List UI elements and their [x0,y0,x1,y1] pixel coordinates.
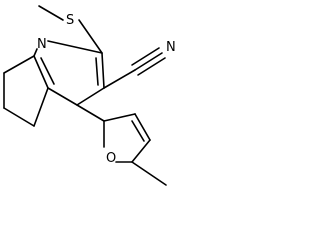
bond-c4a-c8a [33,55,49,89]
structure-canvas: S N N O [3,5,176,186]
bond-c4-furan [76,104,105,122]
bond-c2-c3-inner [95,57,99,86]
bond-cn-triple-2 [131,47,160,66]
bond-methyl-sulfur [38,5,64,21]
bond-furan-c4-c5 [131,139,151,163]
atom-ring-nitrogen: N [37,37,47,52]
bond-furan-c2-c3 [103,113,136,122]
bond-c4-c4a [47,87,78,106]
bond-cn-triple-1 [134,52,163,71]
bond-c3-c4 [76,87,105,106]
atom-nitrile-nitrogen: N [166,40,176,55]
bond-c7-c8 [33,87,49,127]
bond-furan-methyl [131,161,167,186]
bond-cn-triple-3 [137,57,166,76]
atom-sulfur: S [66,13,74,28]
bond-c4a-c5 [3,55,35,74]
bond-c6-c7 [3,107,35,127]
bond-furan-c3-c4-inner [131,120,145,142]
atom-furan-oxygen: O [106,151,116,166]
molecule-diagram: S N N O [3,5,176,186]
bond-c2-c3 [101,52,105,89]
bond-c4a-c8a-inner [40,57,55,85]
bond-c3-cn [103,69,136,89]
bond-furan-c3-c4 [134,113,151,141]
bond-sulfur-c2 [78,19,103,54]
bond-n1-c2 [47,40,103,54]
bond-c8a-n1 [33,48,38,57]
